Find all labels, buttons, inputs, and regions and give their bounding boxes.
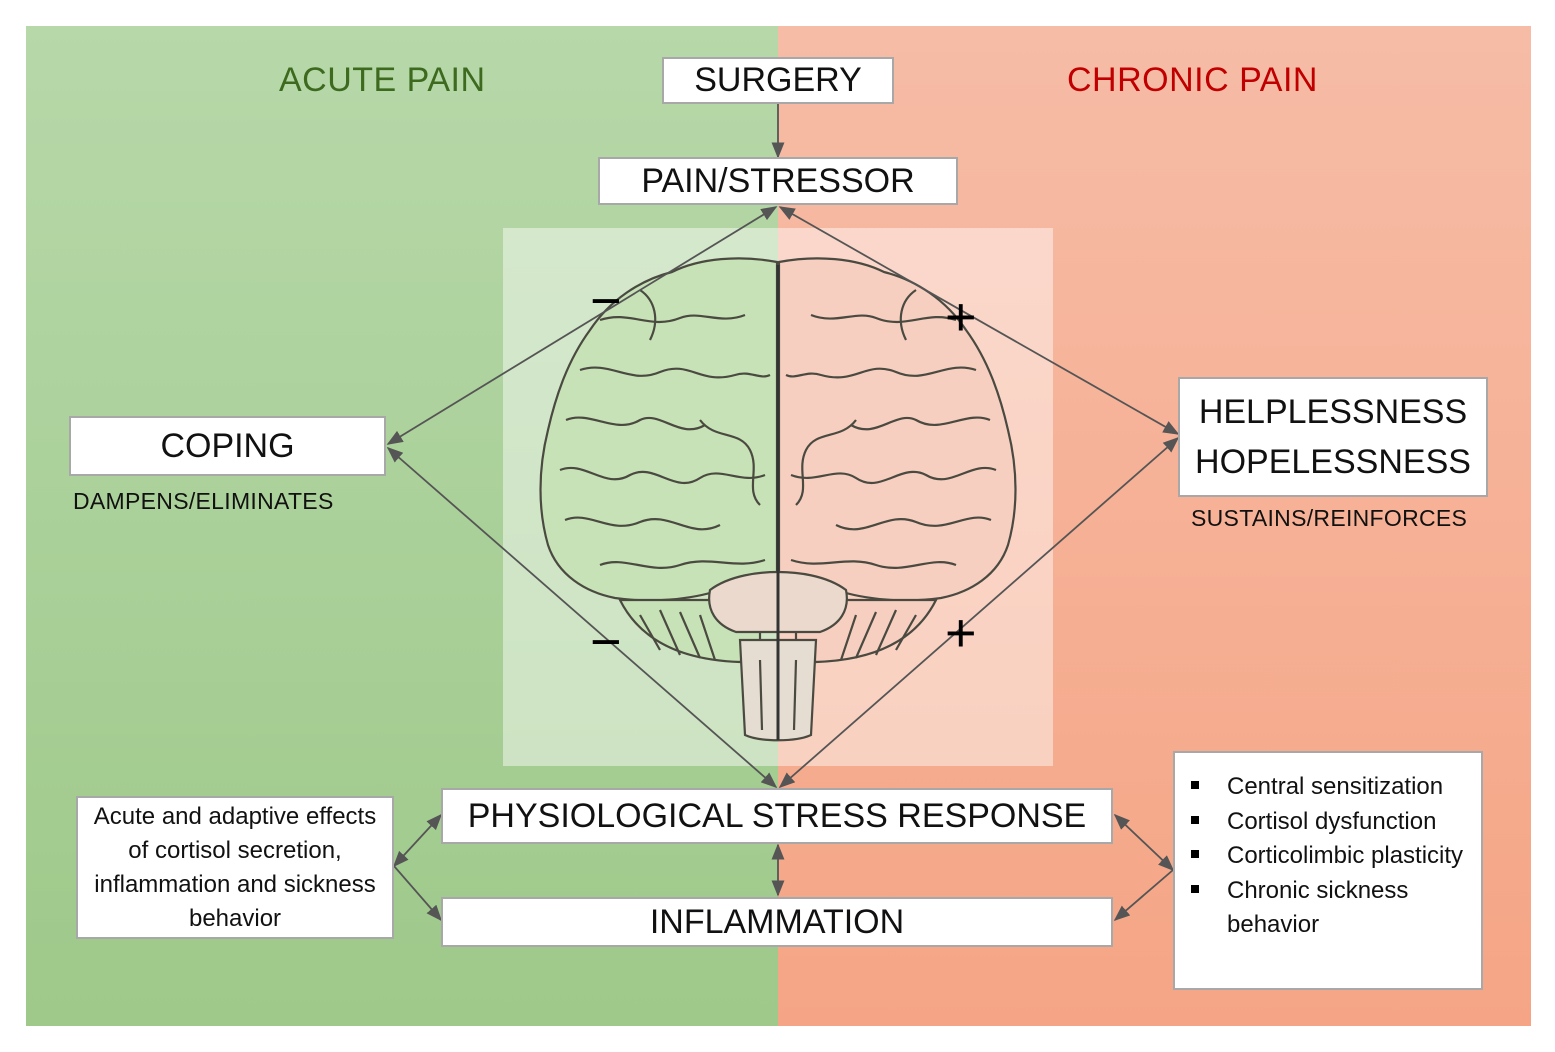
surgery-box: SURGERY <box>662 57 894 104</box>
acute-pain-title: ACUTE PAIN <box>279 61 486 99</box>
chronic-effect-item: Chronic sickness behavior <box>1175 874 1481 943</box>
hopelessness-label: HOPELESSNESS <box>1195 443 1471 481</box>
arrow-helplessness-stress <box>778 436 1180 789</box>
minus-sign-upper: − <box>590 271 622 331</box>
minus-sign-lower: − <box>590 612 622 672</box>
arrow-inflammation-chronic <box>1113 869 1174 922</box>
chronic-effect-item: Corticolimbic plasticity <box>1175 839 1481 874</box>
helplessness-box: HELPLESSNESS HOPELESSNESS <box>1178 377 1488 497</box>
acute-effects-text: Acute and adaptive effects of cortisol s… <box>93 802 377 932</box>
inflammation-box: INFLAMMATION <box>441 897 1113 947</box>
arrow-pain-coping <box>386 206 778 445</box>
plus-sign-lower: + <box>945 603 977 663</box>
surgery-label: SURGERY <box>694 61 862 99</box>
arrow-acute-stress <box>392 813 443 868</box>
stress-response-label: PHYSIOLOGICAL STRESS RESPONSE <box>467 796 1087 835</box>
arrow-stress-chronic <box>1113 813 1175 872</box>
chronic-pain-title: CHRONIC PAIN <box>1067 61 1318 99</box>
connector-arrows <box>386 104 1180 922</box>
brain-right-hemisphere <box>777 257 1017 602</box>
inflammation-label: INFLAMMATION <box>649 902 905 941</box>
brain-left-hemisphere <box>539 257 779 602</box>
helplessness-caption: SUSTAINS/REINFORCES <box>1191 505 1468 531</box>
pain-stressor-box: PAIN/STRESSOR <box>598 157 958 205</box>
coping-box: COPING <box>69 416 386 476</box>
chronic-effects-list: Central sensitization Cortisol dysfuncti… <box>1175 770 1481 943</box>
pain-stressor-label: PAIN/STRESSOR <box>641 161 915 200</box>
chronic-effect-item: Central sensitization <box>1175 770 1481 805</box>
arrow-pain-helplessness <box>778 206 1180 435</box>
plus-sign-upper: + <box>945 287 977 347</box>
physiological-stress-response-box: PHYSIOLOGICAL STRESS RESPONSE <box>441 788 1113 844</box>
chronic-effect-item: Cortisol dysfunction <box>1175 805 1481 840</box>
arrow-coping-stress <box>386 446 778 789</box>
helplessness-label: HELPLESSNESS <box>1198 393 1468 431</box>
chronic-effects-box: Central sensitization Cortisol dysfuncti… <box>1173 751 1483 990</box>
coping-label: COPING <box>160 426 295 465</box>
coping-caption: DAMPENS/ELIMINATES <box>73 488 334 514</box>
arrow-acute-inflammation <box>393 865 443 922</box>
acute-effects-box: Acute and adaptive effects of cortisol s… <box>76 796 394 939</box>
